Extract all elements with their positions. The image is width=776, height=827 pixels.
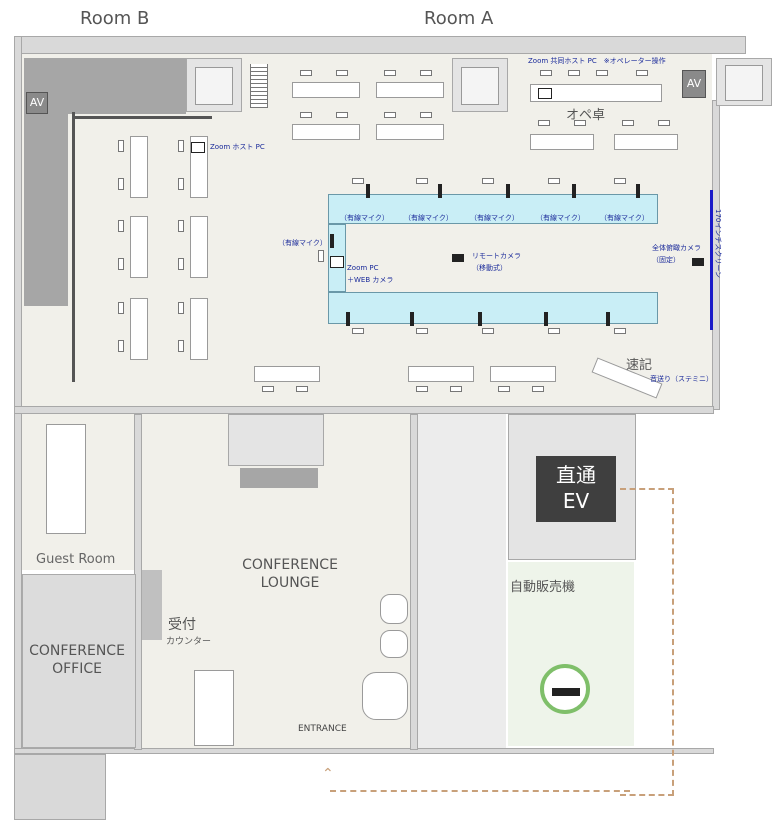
- table: [190, 216, 208, 278]
- table: [130, 216, 148, 278]
- reception-counter: [194, 670, 234, 746]
- table: [292, 82, 360, 98]
- entrance-label: ENTRANCE: [298, 724, 347, 734]
- vertical-wall: [410, 414, 418, 750]
- remote-camera-label: リモートカメラ （移動式）: [472, 252, 521, 272]
- conference-table-top: [328, 194, 658, 224]
- horizontal-wall: [14, 406, 714, 414]
- mic-icon: [506, 184, 510, 198]
- bottom-wall: [14, 748, 714, 754]
- partition-wall: [24, 114, 68, 306]
- reception-counter-label: カウンター: [166, 637, 212, 647]
- pillar: [186, 58, 242, 112]
- smoking-area-floor: [508, 562, 634, 746]
- conference-office-label: CONFERENCE OFFICE: [29, 643, 125, 677]
- zoom-host-pc-label: Zoom ホスト PC: [210, 143, 265, 151]
- table: [530, 134, 594, 150]
- round-table: [380, 630, 408, 658]
- partition-wall: [24, 58, 186, 114]
- table: [376, 124, 444, 140]
- room-a-title: Room A: [424, 8, 494, 29]
- mic-icon: [438, 184, 442, 198]
- vending-label: 自動販売機: [510, 580, 576, 595]
- guest-room-label: Guest Room: [36, 552, 116, 567]
- top-wall: [14, 36, 746, 54]
- audio-feed-label: 音送り（ステミニ）: [650, 375, 713, 383]
- mic-icon: [410, 312, 414, 326]
- laptop-icon: [191, 142, 205, 153]
- smoking-area-icon: [540, 664, 590, 714]
- camera-icon: [692, 258, 704, 266]
- stenography-label: 速記: [626, 358, 653, 373]
- laptop-icon: [538, 88, 552, 99]
- overview-camera-label: 全体俯瞰カメラ （固定）: [652, 244, 701, 264]
- ope-desk-label: オペ卓: [566, 108, 606, 123]
- partition-rail: [72, 112, 75, 382]
- table: [292, 124, 360, 140]
- table: [130, 136, 148, 198]
- table: [190, 298, 208, 360]
- pillar: [452, 58, 508, 112]
- bottom-left-block: [14, 754, 106, 820]
- av-box-left: AV: [26, 92, 48, 114]
- round-table: [380, 594, 408, 624]
- corridor-floor: [418, 414, 506, 748]
- table: [46, 424, 86, 534]
- pillar: [716, 58, 772, 106]
- operator-desk: [530, 84, 662, 102]
- room-b-title: Room B: [80, 8, 150, 29]
- ev-route-path: [330, 790, 630, 792]
- bench: [240, 468, 318, 488]
- conference-table-bottom: [328, 292, 658, 324]
- mic-icon: [346, 312, 350, 326]
- table: [130, 298, 148, 360]
- laptop-icon: [330, 256, 344, 268]
- camera-icon: [452, 254, 464, 262]
- wired-mic-label: （有線マイク）: [404, 214, 453, 222]
- wired-mic-label: （有線マイク）: [470, 214, 519, 222]
- shelf: [142, 570, 162, 640]
- mic-icon: [606, 312, 610, 326]
- lounge-label: CONFERENCE LOUNGE: [242, 557, 338, 591]
- reception-label: 受付: [168, 617, 196, 633]
- mic-icon: [330, 234, 334, 248]
- entrance-arrow-icon: ⌃: [322, 766, 334, 782]
- zoom-pc-web-label: Zoom PC ＋WEB カメラ: [347, 264, 394, 284]
- mic-icon: [544, 312, 548, 326]
- screen-label: 170インチスクリーン: [714, 209, 722, 279]
- table: [376, 82, 444, 98]
- mic-icon: [366, 184, 370, 198]
- av-box-right: AV: [682, 70, 706, 98]
- counter-top: [228, 414, 324, 466]
- mic-icon: [478, 312, 482, 326]
- mic-icon: [572, 184, 576, 198]
- mic-icon: [636, 184, 640, 198]
- table: [490, 366, 556, 382]
- ev-route-path: [620, 488, 674, 796]
- zoom-shared-pc-label: Zoom 共同ホスト PC ※オペレーター操作: [528, 57, 666, 65]
- screen-170inch: [710, 190, 713, 330]
- table: [254, 366, 320, 382]
- table: [614, 134, 678, 150]
- direct-ev: 直通 EV: [536, 456, 616, 522]
- partition-stack: [250, 64, 268, 108]
- wired-mic-label: （有線マイク）: [600, 214, 649, 222]
- round-table: [362, 672, 408, 720]
- partition-rail: [72, 116, 212, 119]
- table: [408, 366, 474, 382]
- conference-office-floor: [22, 574, 136, 748]
- wired-mic-label: （有線マイク）: [340, 214, 389, 222]
- wired-mic-side-label: （有線マイク）: [278, 239, 327, 247]
- wired-mic-label: （有線マイク）: [536, 214, 585, 222]
- left-wall: [14, 36, 22, 750]
